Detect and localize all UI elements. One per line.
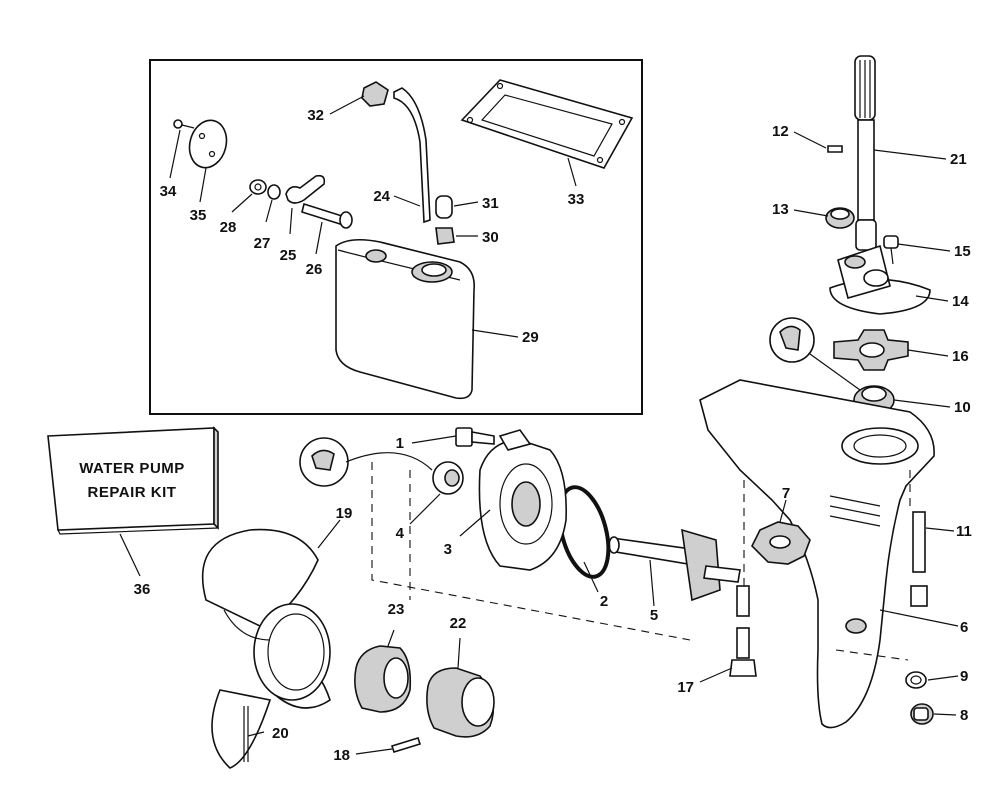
part-6-gearcase bbox=[699, 379, 935, 729]
callout-28: 28 bbox=[220, 219, 237, 236]
callout-18: 18 bbox=[333, 747, 350, 764]
callout-16: 16 bbox=[952, 348, 969, 365]
part-11-bolt bbox=[910, 511, 928, 607]
callout-2: 2 bbox=[600, 593, 608, 610]
callout-10: 10 bbox=[954, 399, 971, 416]
part-24-tube bbox=[393, 87, 431, 224]
part-21-driveshaft bbox=[854, 55, 877, 251]
callout-14: 14 bbox=[952, 293, 969, 310]
detail-magnifier-right bbox=[769, 317, 861, 391]
callout-6: 6 bbox=[960, 619, 968, 636]
callout-36: 36 bbox=[134, 581, 151, 598]
part-5-propshaft bbox=[608, 528, 741, 602]
assembly-line-1 bbox=[371, 462, 691, 641]
callout-31: 31 bbox=[482, 195, 499, 212]
callout-17: 17 bbox=[677, 679, 694, 696]
part-30-grommet bbox=[435, 227, 455, 245]
detail-magnifier-left bbox=[299, 437, 433, 487]
part-31-grommet bbox=[435, 195, 453, 219]
part-35-plate bbox=[188, 119, 228, 169]
part-17-bolt bbox=[729, 585, 757, 677]
part-22-thrust-hub bbox=[426, 667, 495, 738]
part-27-washer bbox=[267, 184, 281, 200]
callout-34: 34 bbox=[160, 183, 177, 200]
callout-7: 7 bbox=[782, 485, 790, 502]
callout-11: 11 bbox=[956, 523, 972, 540]
callout-4: 4 bbox=[396, 525, 405, 542]
callout-24: 24 bbox=[373, 188, 390, 205]
callout-3: 3 bbox=[444, 541, 452, 558]
kit-label-line1: WATER PUMP bbox=[79, 460, 185, 477]
part-12-pin bbox=[827, 145, 843, 153]
callout-12: 12 bbox=[772, 123, 789, 140]
part-23-hub bbox=[354, 645, 412, 713]
callout-35: 35 bbox=[190, 207, 207, 224]
callout-13: 13 bbox=[772, 201, 789, 218]
part-13-bushing bbox=[825, 207, 855, 229]
callout-33: 33 bbox=[568, 191, 585, 208]
part-9-washer bbox=[905, 671, 927, 689]
callout-15: 15 bbox=[954, 243, 971, 260]
part-8-plug bbox=[910, 703, 934, 725]
part-20-cotter-pin bbox=[243, 706, 249, 762]
callout-20: 20 bbox=[272, 725, 289, 742]
part-18-shear-pin bbox=[390, 737, 422, 753]
callout-30: 30 bbox=[482, 229, 499, 246]
water-pump-repair-kit-box: WATER PUMP REPAIR KIT bbox=[47, 426, 219, 535]
callout-25: 25 bbox=[280, 247, 297, 264]
callout-27: 27 bbox=[254, 235, 271, 252]
kit-label-line2: REPAIR KIT bbox=[88, 484, 177, 501]
leader-lines bbox=[119, 95, 959, 755]
callout-26: 26 bbox=[306, 261, 323, 278]
part-4-spacer bbox=[432, 461, 464, 495]
callout-23: 23 bbox=[388, 601, 405, 618]
part-32-clip bbox=[361, 81, 389, 107]
part-14-pump-housing bbox=[829, 244, 931, 315]
part-15-screw bbox=[883, 235, 899, 265]
part-2-oring bbox=[557, 485, 611, 579]
assembly-line-5 bbox=[835, 649, 909, 661]
callout-21: 21 bbox=[950, 151, 967, 168]
part-26-bolt bbox=[301, 202, 353, 229]
callout-5: 5 bbox=[650, 607, 658, 624]
part-7-pinion bbox=[751, 521, 811, 565]
part-16-impeller bbox=[833, 329, 909, 371]
callout-32: 32 bbox=[307, 107, 324, 124]
callout-29: 29 bbox=[522, 329, 539, 346]
part-3-bearing-housing bbox=[478, 429, 567, 571]
part-29-tank bbox=[335, 238, 476, 400]
callout-1: 1 bbox=[396, 435, 404, 452]
inset-frame bbox=[149, 59, 643, 415]
callout-22: 22 bbox=[450, 615, 467, 632]
part-28-nut bbox=[249, 179, 267, 195]
part-33-gasket bbox=[460, 79, 634, 169]
callout-19: 19 bbox=[336, 505, 353, 522]
callout-9: 9 bbox=[960, 668, 968, 685]
part-1-bolt bbox=[455, 427, 495, 447]
part-25-bracket bbox=[285, 174, 326, 204]
part-34-screw bbox=[173, 119, 195, 129]
part-19-propeller bbox=[201, 528, 331, 769]
callout-8: 8 bbox=[960, 707, 968, 724]
